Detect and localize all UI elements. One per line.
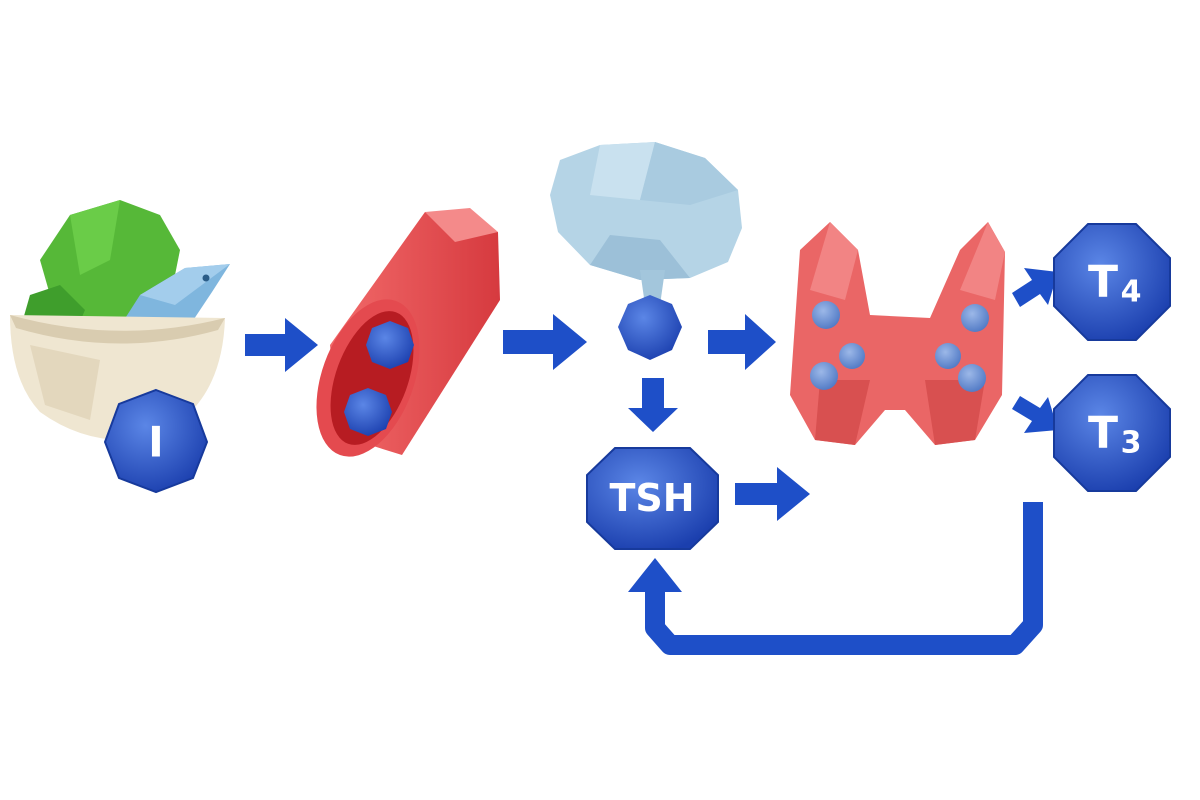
pituitary-stalk xyxy=(640,270,665,305)
iodine-molecule: I xyxy=(103,388,209,494)
bowl-rim xyxy=(10,315,225,344)
thyroid-dot xyxy=(812,301,840,329)
thyroid-dot xyxy=(810,362,838,390)
t4-label-subscript: 4 xyxy=(1121,275,1142,310)
t3-molecule: T 3 xyxy=(1053,374,1171,492)
bowl-facet xyxy=(30,345,100,420)
t4-molecule: T 4 xyxy=(1053,223,1171,341)
vessel-molecule-1 xyxy=(366,321,414,369)
feedback-arrowhead xyxy=(628,558,682,592)
arrow-thyroid-to-t3 xyxy=(1012,396,1058,433)
fish-facet xyxy=(140,264,230,305)
arrow-thyroid-to-t4 xyxy=(1012,268,1058,307)
brain-icon xyxy=(550,142,742,305)
arrow-tsh-to-thyroid xyxy=(735,467,810,521)
thyroid-dot xyxy=(961,304,989,332)
iodine-label: I xyxy=(148,418,164,467)
arrow-food-to-vessel xyxy=(245,318,318,372)
t4-label-letter: T xyxy=(1088,257,1118,308)
pituitary-icon xyxy=(618,295,682,360)
t3-label-letter: T xyxy=(1088,408,1118,459)
tsh-molecule: TSH xyxy=(586,447,719,550)
thyroid-dot xyxy=(958,364,986,392)
vessel-molecule-2 xyxy=(344,388,392,436)
arrow-pituitary-to-tsh xyxy=(628,378,678,432)
thyroid-dot xyxy=(839,343,865,369)
thyroid-dot xyxy=(935,343,961,369)
arrow-vessel-to-pituitary xyxy=(503,314,587,370)
blood-vessel-icon xyxy=(316,208,500,457)
t3-label-subscript: 3 xyxy=(1121,426,1142,461)
greens-leaf-facet xyxy=(70,200,120,275)
feedback-loop-arrow xyxy=(628,502,1043,655)
thyroid-gland-icon xyxy=(790,222,1005,445)
tsh-label: TSH xyxy=(609,476,694,520)
arrow-pituitary-to-thyroid xyxy=(708,314,776,370)
fish-eye xyxy=(202,274,210,282)
